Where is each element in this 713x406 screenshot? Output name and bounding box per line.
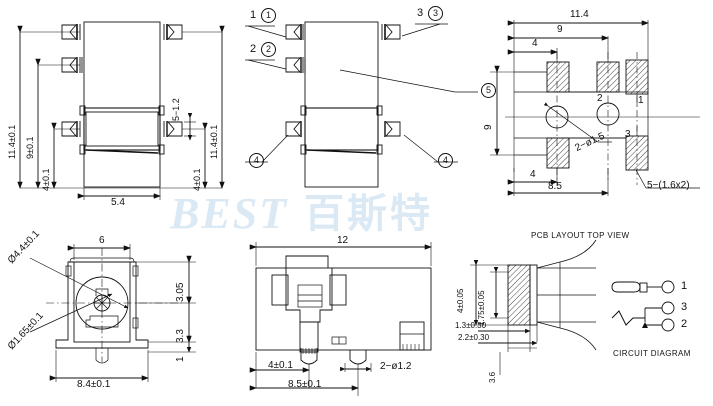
callout-circled-3: 3 <box>428 6 443 21</box>
circuit-diagram-caption: CIRCUIT DIAGRAM <box>613 349 691 358</box>
dim-bottom-bottom-width: 8.4±0.1 <box>77 379 111 390</box>
dim-front-bottom-width: 5.4 <box>111 197 125 208</box>
dim-pcb-top-mid: 9 <box>557 24 563 35</box>
circuit-terminal-1: 1 <box>681 280 688 292</box>
dim-pcb-top-overall: 11.4 <box>570 9 589 20</box>
pcb-pad-number-2: 2 <box>597 93 603 104</box>
dim-detail-depth-a: 1.3±0.30 <box>455 321 487 330</box>
dim-bottom-top-width: 6 <box>99 235 105 246</box>
dim-pcb-left-vertical: 9 <box>483 124 494 130</box>
dim-bottom-right-mid: 3.3 <box>175 329 186 343</box>
note-pcb-pads: 5−(1.6x2) <box>647 180 690 191</box>
dim-detail-height-outer: 4±0.05 <box>456 288 465 313</box>
callout-label-3: 3 <box>417 7 424 19</box>
dim-bottom-right-lower: 1 <box>175 356 186 362</box>
dim-pcb-bottom-overall: 8.5 <box>548 181 562 192</box>
callout-circled-2: 2 <box>261 42 276 57</box>
dim-pcb-top-left: 4 <box>532 38 538 49</box>
pcb-pad-number-1: 1 <box>638 95 644 106</box>
dim-front-right-low: 4±0.1 <box>192 168 202 191</box>
dim-front-left-mid: 9±0.1 <box>25 136 35 159</box>
dim-top-overall-width: 12 <box>337 235 349 246</box>
callout-circled-5: 5 <box>481 83 496 98</box>
dim-front-left-low: 4±0.1 <box>41 168 51 191</box>
dim-bottom-right-upper: 3.05 <box>175 282 186 302</box>
callout-label-2: 2 <box>250 43 257 55</box>
dim-front-left-overall: 11.4±0.1 <box>7 124 17 159</box>
callout-circled-4-right: 4 <box>438 153 453 168</box>
dim-detail-width-c: 3.6 <box>488 371 497 383</box>
note-top-pin: 2−ø1.2 <box>380 361 412 372</box>
dim-detail-depth-b: 2.2±0.30 <box>458 333 490 342</box>
dim-front-right-overall: 11.4±0.1 <box>209 124 219 159</box>
callout-circled-1: 1 <box>261 8 276 23</box>
callout-label-1: 1 <box>250 9 257 21</box>
dim-pcb-bottom-left: 4 <box>530 169 536 180</box>
pcb-layout-caption: PCB LAYOUT TOP VIEW <box>531 231 630 240</box>
circuit-terminal-3: 3 <box>681 301 688 313</box>
circuit-terminal-2: 2 <box>681 318 688 330</box>
dim-top-pin-span: 8.5±0.1 <box>288 379 322 390</box>
note-front-lead: 5−1.2 <box>171 98 181 121</box>
pcb-pad-number-3: 3 <box>625 129 631 140</box>
callout-circled-4-left: 4 <box>249 153 264 168</box>
dim-top-pin-left: 4±0.1 <box>268 360 293 371</box>
